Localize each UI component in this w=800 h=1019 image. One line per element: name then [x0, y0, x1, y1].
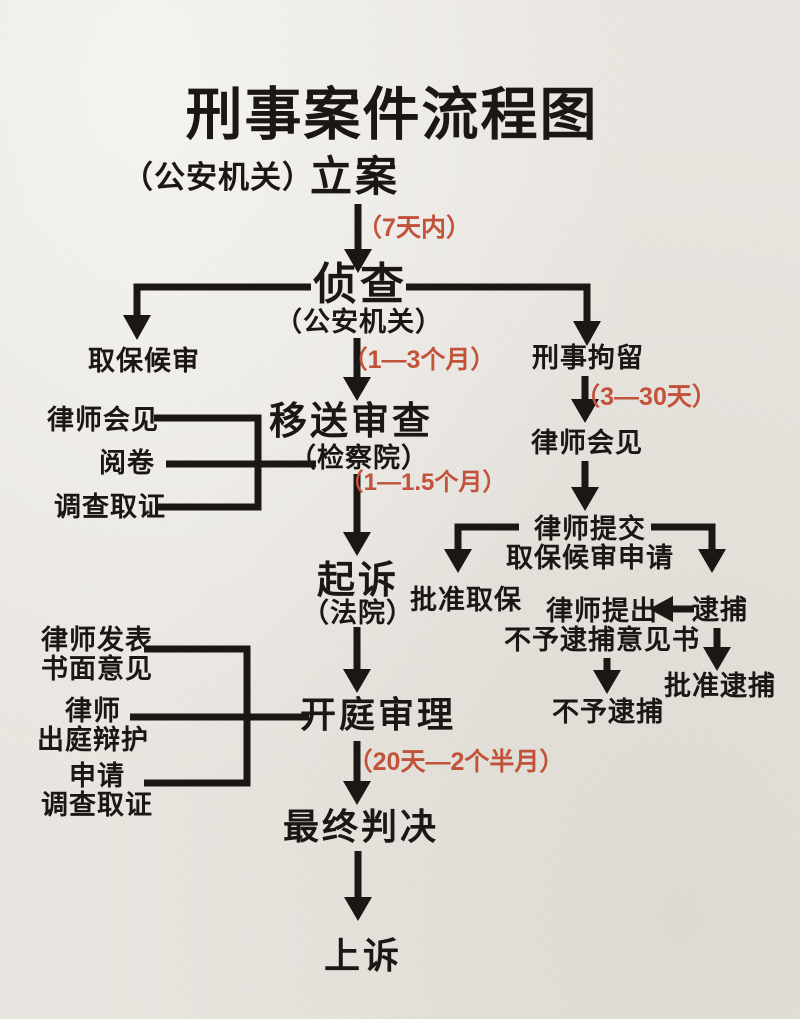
node-lawyer-submit: 律师提交 取保候审申请 — [506, 515, 674, 572]
node-lawyer-defense: 律师 出庭辩护 — [37, 697, 149, 754]
node-lawyer-propose-line2: 不予逮捕意见书 — [504, 624, 700, 655]
node-court: （法院） — [302, 598, 414, 628]
node-investigation-org: （公安机关） — [275, 307, 443, 337]
arrow-detention-to-lawyer-meet — [571, 376, 599, 423]
elbow-submit-to-bail-approved — [444, 523, 519, 573]
node-lawyer-opinion: 律师发表 书面意见 — [41, 626, 153, 683]
node-file-review: 阅卷 — [99, 448, 155, 478]
page-title: 刑事案件流程图 — [185, 83, 599, 148]
arrow-verdict-to-appeal — [344, 851, 372, 921]
arrow-investigation-to-transfer — [343, 338, 371, 401]
branch-investigation-to-detention — [406, 283, 601, 346]
node-evidence-left: 调查取证 — [54, 492, 166, 522]
node-trial: 开庭审理 — [299, 694, 457, 735]
node-apply-evidence: 申请 调查取证 — [41, 762, 153, 819]
arrow-lawyer-meet-to-submit — [571, 461, 599, 511]
node-final-verdict: 最终判决 — [282, 806, 440, 847]
arrow-propose-to-no-arrest — [593, 658, 621, 694]
node-apply-evidence-line1: 申请 — [69, 761, 125, 791]
bracket-lawyer-actions-bottom — [130, 645, 309, 787]
node-arrest-approved: 批准逮捕 — [664, 671, 776, 701]
duration-detention: （3—30天） — [575, 383, 717, 411]
duration-filing: （7天内） — [357, 214, 471, 242]
node-lawyer-opinion-line2: 书面意见 — [41, 653, 153, 684]
arrow-trial-to-verdict — [343, 741, 371, 805]
node-lawyer-submit-line2: 取保候审申请 — [506, 542, 674, 573]
arrow-arrest-to-propose — [649, 596, 694, 622]
bracket-lawyer-actions-top — [154, 414, 316, 511]
node-lawyer-propose: 律师提出 不予逮捕意见书 — [504, 597, 700, 654]
node-lawyer-submit-line1: 律师提交 — [534, 514, 646, 544]
node-lawyer-propose-line1: 律师提出 — [546, 596, 658, 626]
node-lawyer-defense-line1: 律师 — [65, 696, 121, 726]
node-procuratorate: （检察院） — [289, 443, 429, 473]
node-lawyer-defense-line2: 出庭辩护 — [37, 724, 149, 755]
node-no-arrest: 不予逮捕 — [552, 697, 664, 727]
arrow-prosecution-to-trial — [343, 627, 371, 693]
node-arrest: 逮捕 — [692, 595, 748, 625]
duration-trial: （20天—2个半月） — [347, 748, 565, 776]
node-lawyer-meet-left: 律师会见 — [47, 405, 159, 435]
node-detention: 刑事拘留 — [532, 343, 644, 373]
arrow-filing-to-investigation — [344, 204, 372, 273]
node-filing: 立案 — [309, 153, 401, 200]
node-lawyer-meet-right: 律师会见 — [531, 428, 643, 458]
duration-transfer: （1—1.5个月） — [339, 469, 507, 496]
node-transfer-review: 移送审查 — [268, 401, 434, 443]
node-filing-agency: （公安机关） — [122, 160, 314, 195]
node-bail-pending: 取保候审 — [88, 346, 200, 376]
node-appeal: 上诉 — [323, 935, 403, 976]
branch-investigation-to-bail — [123, 283, 311, 340]
node-investigation: 侦查 — [313, 260, 407, 309]
node-lawyer-opinion-line1: 律师发表 — [41, 625, 153, 655]
elbow-submit-to-arrest — [651, 523, 726, 573]
duration-investigation: （1—3个月） — [342, 346, 496, 374]
arrow-transfer-to-prosecution — [343, 474, 371, 556]
node-prosecution: 起诉 — [316, 560, 400, 602]
node-bail-approved: 批准取保 — [410, 585, 522, 615]
node-apply-evidence-line2: 调查取证 — [41, 789, 153, 820]
arrow-arrest-to-arrest-approved — [703, 628, 731, 671]
